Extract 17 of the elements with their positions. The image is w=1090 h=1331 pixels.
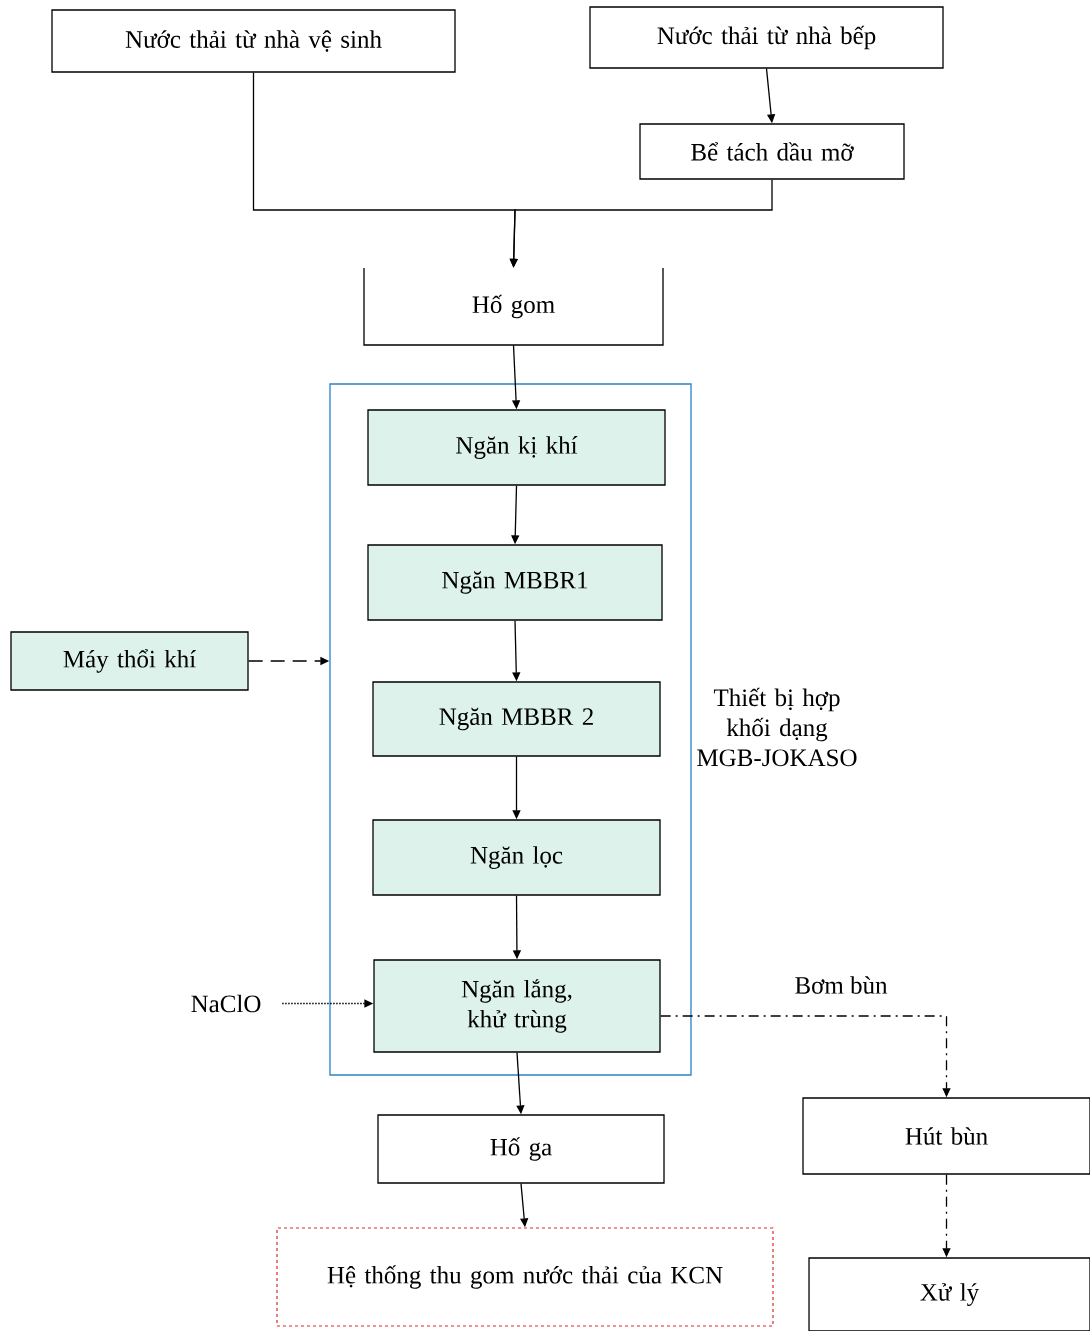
chamber-box: Ngăn MBBR 2 [372, 681, 661, 757]
chamber-box: Ngăn lắng, khử trùng [373, 959, 661, 1053]
chamber-box: Ngăn MBBR1 [367, 544, 663, 621]
input-label: NaClO [191, 994, 261, 1013]
collection-pit: Hố gom [363, 267, 664, 346]
process-box: Nước thải từ nhà vệ sinh [51, 9, 456, 73]
process-box: Hút bùn [802, 1097, 1090, 1175]
chamber-box: Ngăn kị khí [367, 409, 666, 486]
edge-label: Bơm bùn [792, 974, 890, 996]
node-label: Thiết bị hợp khối dạng MGB-JOKASO [697, 687, 857, 767]
chamber-box: Ngăn lọc [372, 819, 661, 896]
process-box: Nước thải từ nhà bếp [589, 6, 944, 69]
process-box: Xử lý [808, 1257, 1090, 1331]
process-box: Bể tách dầu mỡ [639, 123, 905, 180]
collection-system-box: Hệ thống thu gom nước thải của KCN [276, 1227, 774, 1327]
chamber-box: Máy thổi khí [10, 631, 249, 691]
process-box: Hố ga [377, 1114, 665, 1184]
